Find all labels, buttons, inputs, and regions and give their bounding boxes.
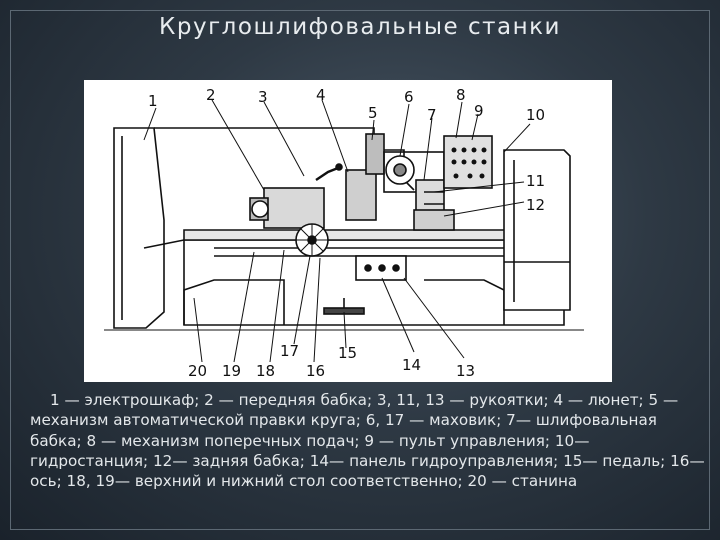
label-16: 16 — [306, 362, 325, 380]
machine-diagram-svg: 1 2 3 4 5 6 7 8 9 10 11 12 13 14 15 16 1… — [104, 86, 584, 380]
label-2: 2 — [206, 86, 216, 104]
machine-drawing: 1 2 3 4 5 6 7 8 9 10 11 12 13 14 15 16 1… — [84, 80, 612, 382]
label-5: 5 — [368, 104, 378, 122]
label-9: 9 — [474, 102, 484, 120]
label-6: 6 — [404, 88, 414, 106]
label-3: 3 — [258, 88, 268, 106]
slide-title: Круглошлифовальные станки — [159, 14, 561, 40]
label-4: 4 — [316, 86, 326, 104]
label-10: 10 — [526, 106, 545, 124]
label-7: 7 — [427, 106, 437, 124]
label-12: 12 — [526, 196, 545, 214]
label-1: 1 — [148, 92, 158, 110]
label-14: 14 — [402, 356, 421, 374]
label-11: 11 — [526, 172, 545, 190]
slide-frame — [10, 10, 710, 530]
label-20: 20 — [188, 362, 207, 380]
label-18: 18 — [256, 362, 275, 380]
label-19: 19 — [222, 362, 241, 380]
label-8: 8 — [456, 86, 466, 104]
label-15: 15 — [338, 344, 357, 362]
label-13: 13 — [456, 362, 475, 380]
figure-caption: 1 — электрошкаф; 2 — передняя бабка; 3, … — [30, 391, 705, 491]
label-17: 17 — [280, 342, 299, 360]
